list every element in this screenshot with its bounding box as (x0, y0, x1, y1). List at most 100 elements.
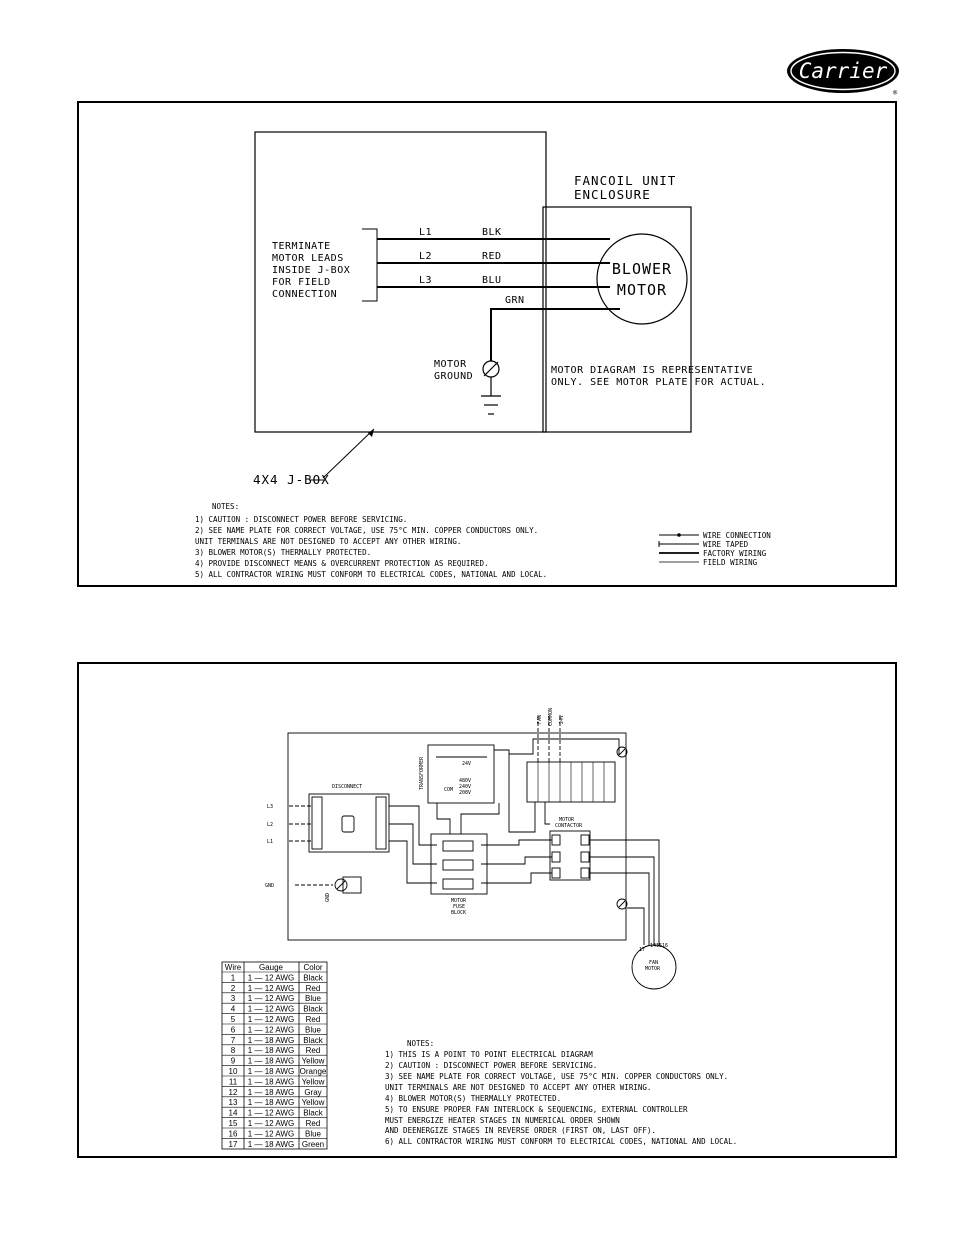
fuse-block-label-2: FUSE (453, 904, 465, 910)
svg-text:MOTOR LEADS: MOTOR LEADS (272, 253, 344, 264)
lead-grn-color: GRN (505, 295, 525, 306)
wire-gauge: 1 — 12 AWG (248, 994, 294, 1003)
lead-l3-label: L3 (419, 275, 432, 286)
wire-number: 11 (229, 1077, 238, 1086)
terminate-bracket (362, 228, 378, 302)
contactor-label-1: MOTOR (559, 817, 575, 823)
svg-text:6) ALL CONTRACTOR WIRING MUST: 6) ALL CONTRACTOR WIRING MUST CONFORM TO… (385, 1137, 737, 1146)
wire-gauge: 1 — 18 AWG (248, 1067, 294, 1076)
wire-table-header-gauge: Gauge (259, 963, 284, 972)
logo-text: Carrier (799, 59, 888, 83)
wire-color: Blue (305, 1129, 322, 1138)
line-label-l1: L1 (267, 839, 273, 845)
svg-text:1) CAUTION : DISCONNECT POWER: 1) CAUTION : DISCONNECT POWER BEFORE SER… (195, 515, 407, 524)
disconnect-box (308, 793, 390, 853)
wire-gauge: 1 — 18 AWG (248, 1036, 294, 1045)
line-label-l2: L2 (267, 822, 273, 828)
terminal-fan: FAN (537, 715, 543, 724)
terminate-note: TERMINATE MOTOR LEADS INSIDE J-BOX FOR F… (272, 241, 350, 300)
wire-color: Black (303, 1005, 324, 1014)
transformer-24v: 24V (462, 761, 471, 767)
wire-number: 2 (231, 984, 236, 993)
motor-label-2: MOTOR (617, 281, 667, 299)
fan-motor-circle (631, 944, 677, 990)
motor-label-1: BLOWER (612, 260, 672, 278)
wire-gauge: 1 — 12 AWG (248, 1129, 294, 1138)
p2p-diagram-svg: FAN COMMON 24V TRANSFORMER 24V 480V 240V… (221, 708, 737, 1150)
wire-gauge: 1 — 18 AWG (248, 1098, 294, 1107)
jbox-label: 4X4 J-BOX (253, 472, 330, 487)
svg-text:3) BLOWER MOTOR(S) THERMALLY: 3) BLOWER MOTOR(S) THERMALLY PROTECTED. (195, 548, 371, 557)
wire-number: 3 (231, 994, 236, 1003)
lead-l3-color: BLU (482, 275, 502, 286)
wire-number: 5 (231, 1015, 236, 1024)
svg-text:FOR FIELD: FOR FIELD (272, 277, 331, 288)
wire-color: Blue (305, 994, 322, 1003)
svg-text:1) THIS IS A POINT TO POINT E: 1) THIS IS A POINT TO POINT ELECTRICAL D… (385, 1050, 593, 1059)
wire-table-header-wire: Wire (225, 963, 242, 972)
motor-wire-15: 15 (656, 943, 662, 949)
transformer-screw-icon (616, 746, 628, 758)
jbox-outline (254, 131, 547, 433)
wire-color: Blue (305, 1025, 322, 1034)
unit-panel-outline (287, 732, 627, 941)
fancoil-enclosure (542, 206, 692, 433)
svg-text:4) BLOWER MOTOR(S) THERMALLY: 4) BLOWER MOTOR(S) THERMALLY PROTECTED. (385, 1094, 561, 1103)
motor-wire-16: 16 (662, 943, 668, 949)
lead-l1-color: BLK (482, 227, 502, 238)
lead-l2-color: RED (482, 251, 502, 262)
wire-color: Red (306, 1119, 321, 1128)
fan-motor-label-1: FAN (649, 960, 658, 966)
wiring-legend: WIRE CONNECTION WIRE TAPED FACTORY WIRIN… (703, 531, 771, 567)
notes-2: NOTES: 1) THIS IS A POINT TO POINT ELECT… (385, 1039, 737, 1146)
wire-color: Yellow (302, 1098, 325, 1107)
wire-number: 15 (229, 1119, 238, 1128)
wire-gauge: 1 — 12 AWG (248, 1119, 294, 1128)
wire-number: 16 (229, 1129, 238, 1138)
blower-motor-circle (596, 233, 688, 325)
wire-number: 9 (231, 1057, 236, 1066)
enclosure-label-2: ENCLOSURE (574, 187, 651, 202)
wire-table-row: 15 1 — 12 AWG Red (229, 1119, 321, 1128)
svg-text:5) ALL CONTRACTOR WIRING MUST: 5) ALL CONTRACTOR WIRING MUST CONFORM TO… (195, 570, 547, 579)
svg-text:5) TO ENSURE PROPER FAN INTER: 5) TO ENSURE PROPER FAN INTERLOCK & SEQU… (385, 1105, 688, 1114)
wire-table-row: 13 1 — 18 AWG Yellow (229, 1098, 325, 1107)
fuse-block (430, 833, 488, 895)
carrier-logo: Carrier ® (787, 49, 899, 96)
jbox-leader (322, 428, 375, 479)
wire-table-header-color: Color (303, 963, 322, 972)
motor-ground-label-2: GROUND (434, 371, 473, 382)
terminal-common: COMMON (548, 708, 554, 726)
transformer-com: COM (444, 787, 453, 793)
terminal-24v: 24V (559, 715, 565, 724)
transformer-208v: 208V (459, 790, 471, 796)
transformer-label: TRANSFORMER (419, 756, 425, 790)
wire-number: 13 (229, 1098, 238, 1107)
svg-text:FIELD WIRING: FIELD WIRING (703, 558, 758, 567)
wire-table-row: 16 1 — 12 AWG Blue (229, 1129, 322, 1138)
wire-color: Black (303, 1109, 324, 1118)
wire-color: Gray (304, 1088, 321, 1097)
wire-gauge: 1 — 12 AWG (248, 1005, 294, 1014)
gnd-lug (342, 876, 362, 894)
wire-color: Black (303, 1036, 324, 1045)
wire-gauge: 1 — 18 AWG (248, 1077, 294, 1086)
wire-gauge: 1 — 18 AWG (248, 1140, 294, 1149)
representative-note-2: ONLY. SEE MOTOR PLATE FOR ACTUAL. (551, 377, 766, 388)
motor-contactor (549, 830, 591, 881)
svg-text:NOTES:: NOTES: (212, 502, 239, 511)
wire-table-row: 3 1 — 12 AWG Blue (231, 994, 322, 1003)
ground-screw-icon (616, 898, 628, 910)
wire-number: 14 (229, 1109, 238, 1118)
gnd-label: GND (265, 883, 274, 889)
svg-text:MUST ENERGIZE HEATER STAGES IN: MUST ENERGIZE HEATER STAGES IN NUMERICAL… (385, 1116, 620, 1125)
wire-gauge: 1 — 18 AWG (248, 1046, 294, 1055)
wire-gauge: 1 — 12 AWG (248, 1025, 294, 1034)
line-label-l3: L3 (267, 804, 273, 810)
